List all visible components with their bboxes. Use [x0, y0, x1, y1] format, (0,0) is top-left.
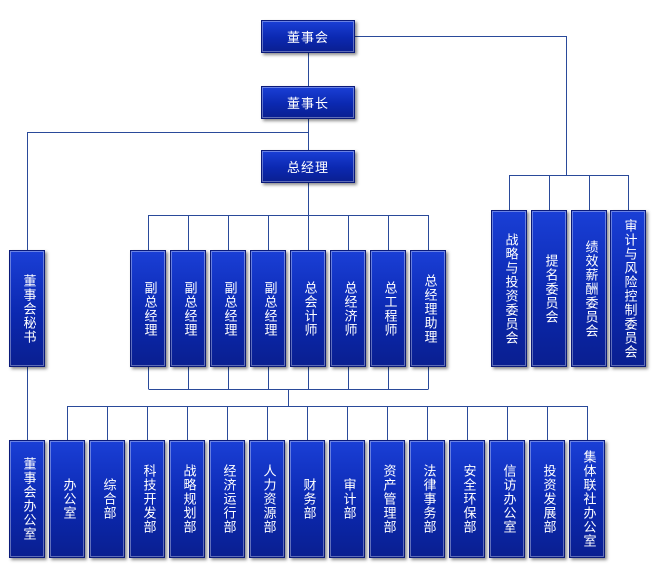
department-box: 战略规划部	[169, 440, 205, 558]
executive-box-label: 总经理助理	[421, 273, 437, 344]
executive-box: 副总经理	[130, 250, 166, 367]
executive-box-label: 副总经理	[261, 280, 277, 337]
department-box: 董事会办公室	[9, 440, 45, 558]
department-box-label: 办公室	[60, 478, 76, 520]
committee-box-label: 提名委员会	[542, 253, 558, 324]
department-box-label: 董事会办公室	[20, 457, 36, 541]
department-box: 经济运行部	[209, 440, 245, 558]
chairman-box: 董事长	[261, 86, 355, 119]
executive-box-label: 总工程师	[381, 280, 397, 337]
general-manager-box-label: 总经理	[286, 161, 329, 176]
department-box: 法律事务部	[409, 440, 445, 558]
department-box-label: 战略规划部	[180, 464, 196, 534]
department-box: 集体联社办公室	[569, 440, 605, 558]
department-box-label: 经济运行部	[220, 464, 236, 534]
committee-box-label: 审计与风险控制委员会	[621, 218, 637, 359]
executive-box: 总会计师	[290, 250, 326, 367]
department-box-label: 信访办公室	[500, 464, 516, 534]
executive-box-label: 副总经理	[221, 280, 237, 337]
board-box: 董事会	[261, 20, 355, 53]
chairman-box-label: 董事长	[286, 97, 329, 112]
executive-box: 副总经理	[170, 250, 206, 367]
executive-box: 副总经理	[210, 250, 246, 367]
executive-box: 总经理助理	[410, 250, 446, 367]
executive-box: 总工程师	[370, 250, 406, 367]
committee-box: 提名委员会	[531, 210, 567, 367]
committee-box-label: 绩效薪酬委员会	[582, 239, 598, 338]
committee-box-label: 战略与投资委员会	[502, 232, 518, 345]
board-secretary-box-label: 董事会秘书	[20, 273, 36, 344]
department-box-label: 科技开发部	[140, 464, 156, 534]
executive-box: 总经济师	[330, 250, 366, 367]
department-box: 审计部	[329, 440, 365, 558]
executive-box-label: 总会计师	[301, 280, 317, 337]
department-box: 科技开发部	[129, 440, 165, 558]
department-box-label: 综合部	[100, 478, 116, 520]
department-box-label: 法律事务部	[420, 464, 436, 534]
department-box-label: 集体联社办公室	[580, 450, 596, 548]
executive-box-label: 副总经理	[181, 280, 197, 337]
department-box: 信访办公室	[489, 440, 525, 558]
executive-box-label: 总经济师	[341, 280, 357, 337]
department-box-label: 资产管理部	[380, 464, 396, 534]
department-box: 综合部	[89, 440, 125, 558]
board-secretary-box: 董事会秘书	[9, 250, 45, 367]
committee-box: 审计与风险控制委员会	[610, 210, 646, 367]
committee-box: 绩效薪酬委员会	[571, 210, 607, 367]
department-box-label: 财务部	[300, 478, 316, 520]
executive-box: 副总经理	[250, 250, 286, 367]
department-box: 办公室	[49, 440, 85, 558]
department-box-label: 审计部	[340, 478, 356, 520]
department-box-label: 人力资源部	[260, 464, 276, 534]
department-box: 资产管理部	[369, 440, 405, 558]
department-box: 人力资源部	[249, 440, 285, 558]
department-box-label: 安全环保部	[460, 464, 476, 534]
department-box: 安全环保部	[449, 440, 485, 558]
board-box-label: 董事会	[286, 31, 329, 46]
committee-box: 战略与投资委员会	[491, 210, 527, 367]
general-manager-box: 总经理	[261, 150, 355, 183]
department-box: 财务部	[289, 440, 325, 558]
department-box: 投资发展部	[529, 440, 565, 558]
executive-box-label: 副总经理	[141, 280, 157, 337]
department-box-label: 投资发展部	[540, 464, 556, 534]
